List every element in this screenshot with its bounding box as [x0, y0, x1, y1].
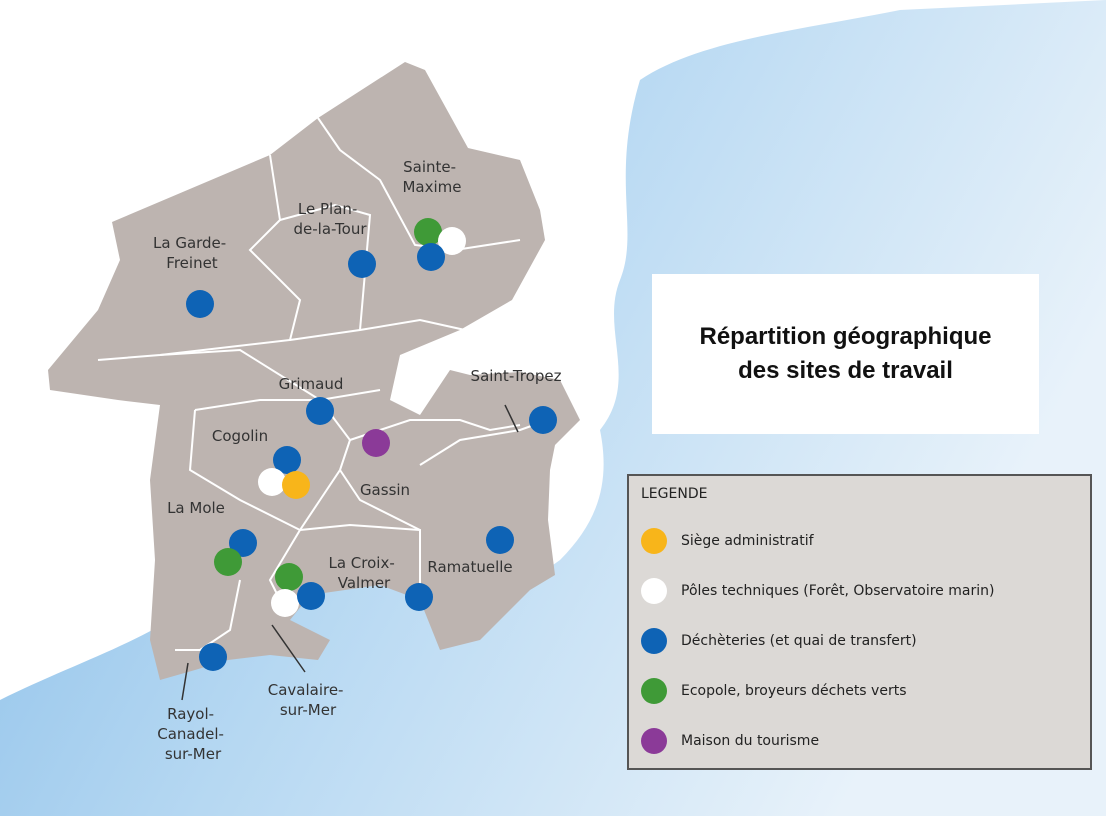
white-dot-icon [641, 578, 667, 604]
blue-dot-icon [641, 628, 667, 654]
town-label-cavalaire-sur-mer: Cavalaire- sur-Mer [268, 681, 349, 719]
legend-item-label: Pôles techniques (Forêt, Observatoire ma… [681, 583, 995, 599]
legend-item-maison-tourisme: Maison du tourisme [641, 716, 1078, 766]
map-title-line-1: Répartition géographique [699, 323, 992, 350]
legend-item-label: Ecopole, broyeurs déchets verts [681, 683, 907, 699]
yellow-dot-icon [641, 528, 667, 554]
town-label-gassin: Gassin [360, 481, 410, 499]
site-marker-ecopole[interactable] [275, 563, 303, 591]
legend-title: LEGENDE [641, 486, 708, 502]
town-label-le-plan-de-la-tour: Le Plan- de-la-Tour [293, 200, 367, 238]
site-marker-maison-tourisme[interactable] [362, 429, 390, 457]
purple-dot-icon [641, 728, 667, 754]
town-label-rayol-canadel-sur-mer: Rayol- Canadel- sur-Mer [157, 705, 228, 763]
legend-item-label: Maison du tourisme [681, 733, 820, 749]
site-marker-decheterie[interactable] [486, 526, 514, 554]
green-dot-icon [641, 678, 667, 704]
town-label-ramatuelle: Ramatuelle [427, 558, 512, 576]
site-marker-decheterie[interactable] [297, 582, 325, 610]
site-marker-siege-administratif[interactable] [282, 471, 310, 499]
site-markers [186, 218, 557, 671]
map-title-box: Répartition géographique des sites de tr… [652, 274, 1039, 434]
town-label-grimaud: Grimaud [279, 375, 344, 393]
site-marker-decheterie[interactable] [199, 643, 227, 671]
site-marker-decheterie[interactable] [529, 406, 557, 434]
map-title-line-2: des sites de travail [738, 357, 953, 384]
town-label-cogolin: Cogolin [212, 427, 268, 445]
site-marker-pole-technique[interactable] [258, 468, 286, 496]
town-labels: Sainte- Maxime Le Plan- de-la-Tour La Ga… [153, 158, 562, 763]
town-label-la-garde-freinet: La Garde- Freinet [153, 234, 231, 272]
town-label-la-mole: La Mole [167, 499, 225, 517]
site-marker-decheterie[interactable] [229, 529, 257, 557]
legend-item-poles-techniques: Pôles techniques (Forêt, Observatoire ma… [641, 566, 1078, 616]
legend-item-siege-administratif: Siège administratif [641, 516, 1078, 566]
legend-item-decheteries: Déchèteries (et quai de transfert) [641, 616, 1078, 666]
site-marker-decheterie[interactable] [405, 583, 433, 611]
site-marker-pole-technique[interactable] [271, 589, 299, 617]
site-marker-pole-technique[interactable] [438, 227, 466, 255]
site-marker-decheterie[interactable] [306, 397, 334, 425]
town-label-la-croix-valmer: La Croix- Valmer [328, 554, 399, 592]
town-label-sainte-maxime: Sainte- Maxime [402, 158, 461, 196]
legend-item-label: Siège administratif [681, 533, 814, 549]
site-marker-ecopole[interactable] [214, 548, 242, 576]
town-label-saint-tropez: Saint-Tropez [471, 367, 562, 385]
site-marker-decheterie[interactable] [273, 446, 301, 474]
legend-item-label: Déchèteries (et quai de transfert) [681, 633, 917, 649]
leader-lines [181, 404, 519, 701]
site-marker-decheterie[interactable] [348, 250, 376, 278]
legend: LEGENDE Siège administratif Pôles techni… [627, 474, 1092, 770]
site-marker-ecopole[interactable] [414, 218, 442, 246]
site-marker-decheterie[interactable] [186, 290, 214, 318]
land-area [48, 62, 580, 680]
legend-item-ecopole: Ecopole, broyeurs déchets verts [641, 666, 1078, 716]
site-marker-decheterie[interactable] [417, 243, 445, 271]
